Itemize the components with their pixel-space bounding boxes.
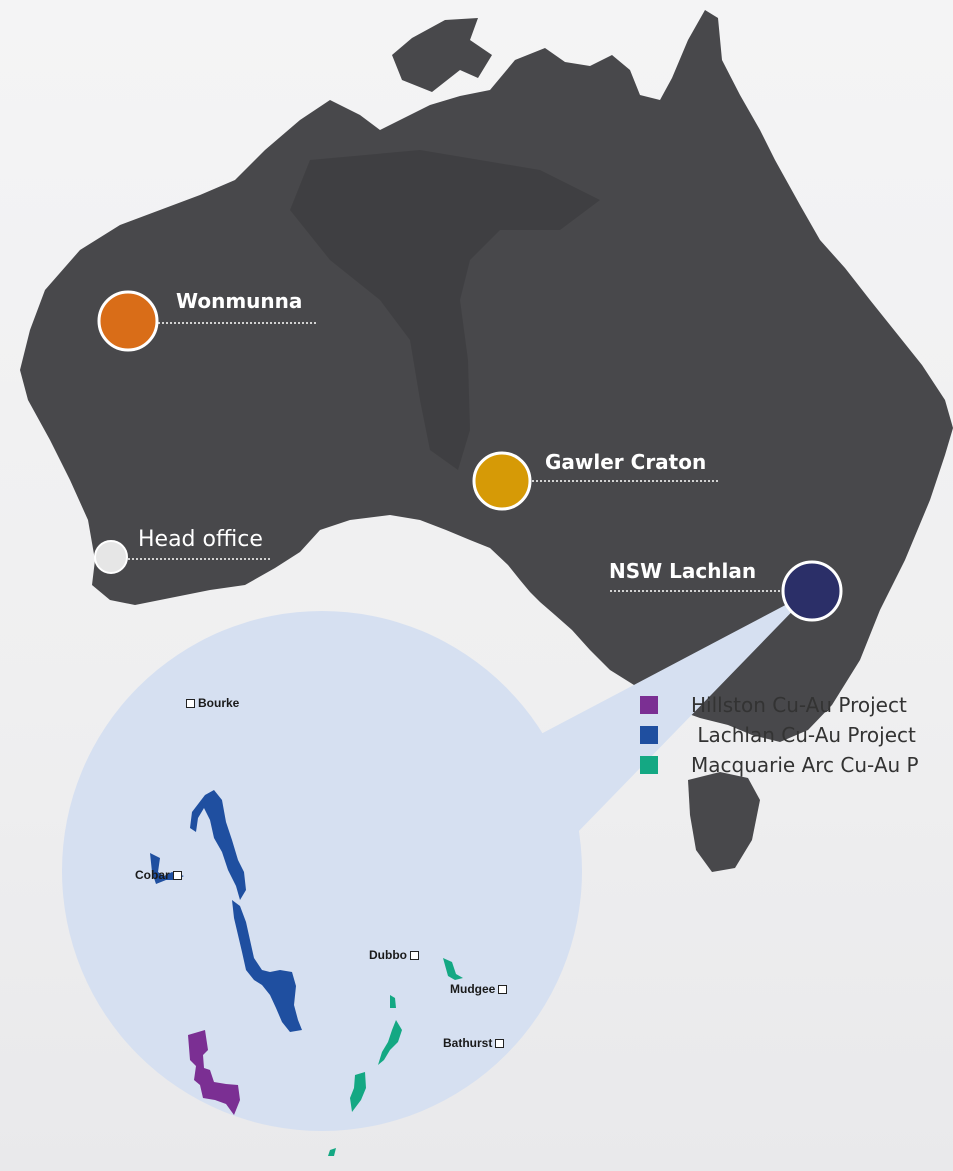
leader-lines [128,322,784,592]
tasmania [688,772,760,872]
head-office-label: Head office [138,527,263,552]
legend-swatch [640,756,658,774]
legend-label: Lachlan Cu-Au Project [691,723,916,747]
wonmunna-marker[interactable] [97,290,159,352]
legend-item-lachlan: Lachlan Cu-Au Project [640,720,919,750]
inset-pointer [520,591,812,835]
wonmunna-label: Wonmunna [176,289,303,313]
interior-shade [290,150,600,470]
nsw-lachlan-marker[interactable] [781,560,843,622]
head-office-marker[interactable] [94,540,128,574]
town-dubbo: Dubbo [369,948,419,962]
legend-swatch [640,726,658,744]
town-marker-icon [495,1038,505,1048]
town-marker-icon [498,984,508,994]
inset-circle [62,611,582,1131]
legend: Hillston Cu-Au Project Lachlan Cu-Au Pro… [640,690,919,780]
town-marker-icon [410,950,419,960]
town-marker-icon [186,698,195,708]
legend-swatch [640,696,658,714]
macquarie-tenements [328,958,463,1156]
town-mudgee: Mudgee [450,982,508,996]
town-bathurst: Bathurst [443,1036,505,1050]
legend-label: Hillston Cu-Au Project [691,693,907,717]
town-bourke: Bourke [186,696,239,710]
hillston-tenements [188,1030,240,1115]
legend-item-macquarie: Macquarie Arc Cu-Au P [640,750,919,780]
nsw-lachlan-label: NSW Lachlan [609,559,757,583]
legend-item-hillston: Hillston Cu-Au Project [640,690,919,720]
legend-label: Macquarie Arc Cu-Au P [691,753,919,777]
town-cobar: Cobar [135,868,182,882]
town-marker-icon [172,870,182,880]
gawler-craton-marker[interactable] [472,451,532,511]
gawler-craton-label: Gawler Craton [545,450,707,474]
australia-mainland [20,10,953,742]
